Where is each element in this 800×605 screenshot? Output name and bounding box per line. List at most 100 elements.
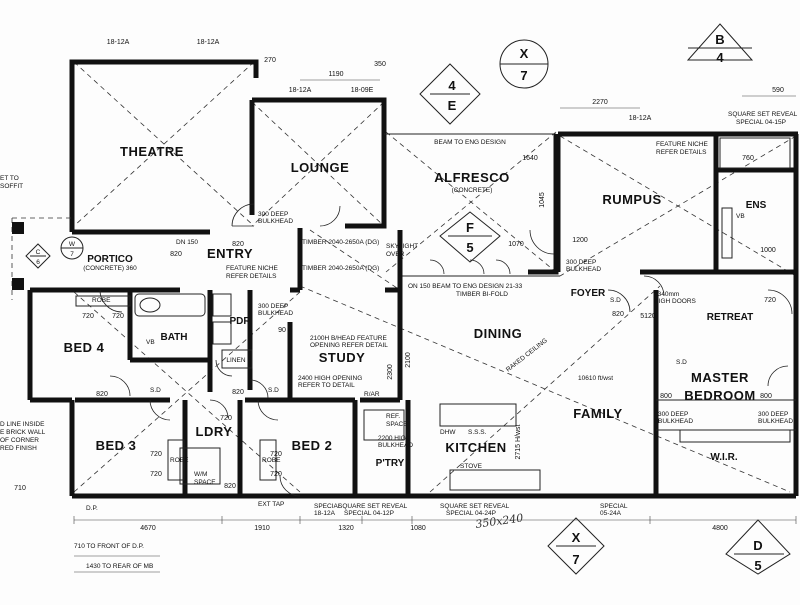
note-skylight-over: OVER — [386, 251, 405, 258]
note-study-opening-1: 2400 HIGH OPENING — [298, 375, 362, 382]
note-robe-b3: ROBE — [170, 457, 189, 464]
tag-b4: B 4 — [686, 23, 754, 65]
note-special-right-2: 05-24A — [600, 510, 622, 517]
note-robe-b4: ROBE — [92, 297, 111, 304]
dim-90: 90 — [278, 327, 286, 334]
tag-bottom-text: 7 — [70, 251, 74, 258]
dim-820-ldry: 820 — [224, 483, 236, 490]
note-soffit-1: ET TO — [0, 175, 19, 182]
dim-800-b: 800 — [760, 393, 772, 400]
room-portico: PORTICO — [87, 254, 133, 265]
note-bulkhead-mb-2: BULKHEAD — [658, 418, 693, 425]
tag-x7-bottom: X 7 — [547, 517, 605, 575]
dim-1045: 1045 — [539, 192, 546, 208]
note-bulkhead-alf-1: 300 DEEP — [566, 259, 596, 266]
dim-720-bed2-b: 720 — [270, 471, 282, 478]
room-bedroom: BEDROOM — [684, 388, 755, 403]
note-feature-opening-1: 2100H B/HEAD FEATURE — [310, 335, 387, 342]
dim-1000: 1000 — [760, 247, 776, 254]
tag-top-text: D — [753, 538, 762, 553]
note-left-3: OF CORNER — [0, 437, 39, 444]
dim-720-bed3-b: 720 — [150, 471, 162, 478]
note-bulkhead-pdr-1: 300 DEEP — [258, 303, 288, 310]
room-bed2: BED 2 — [292, 438, 333, 453]
tag-bottom-text: 5 — [754, 558, 761, 573]
dim-820-entry: 820 — [232, 241, 244, 248]
room-alfresco-sub: (CONCRETE) — [452, 187, 493, 194]
room-family: FAMILY — [573, 406, 622, 421]
room-ptry: P'TRY — [376, 458, 405, 469]
room-retreat: RETREAT — [707, 312, 753, 323]
note-feature-niche-right: FEATURE NICHE — [656, 141, 709, 148]
room-theatre: THEATRE — [120, 144, 184, 159]
walls — [11, 59, 799, 499]
note-square-set-bottom-2: SQUARE SET REVEAL — [440, 503, 510, 510]
note-refer-details-right: REFER DETAILS — [656, 149, 707, 156]
note-bulkhead-lounge-2: BULKHEAD — [258, 218, 293, 225]
room-alfresco: ALFRESCO — [434, 170, 510, 185]
dim-1640: 1640 — [522, 155, 538, 162]
tag-x7-top: X 7 — [499, 39, 549, 89]
note-stove: STOVE — [460, 463, 483, 470]
dim-590: 590 — [772, 87, 784, 94]
room-entry: ENTRY — [207, 246, 253, 261]
dim-18-09e: 18-09E — [351, 87, 374, 94]
note-sss: S.S.S. — [468, 429, 487, 436]
note-high-doors-1: 2340mm — [654, 291, 679, 298]
note-timber-bifold: TIMBER BI-FOLD — [456, 291, 508, 298]
note-to-front: 710 TO FRONT OF D.P. — [74, 543, 144, 550]
room-foyer: FOYER — [571, 288, 606, 299]
tag-d5: D 5 — [725, 519, 791, 575]
note-to-rear: 1430 TO REAR OF MB — [86, 563, 153, 570]
note-left-1: D LINE INSIDE — [0, 421, 45, 428]
note-ptry-bulkhead-2: BULKHEAD — [378, 442, 413, 449]
room-labels: THEATRE LOUNGE ALFRESCO (CONCRETE) RUMPU… — [64, 144, 767, 469]
dim-720-bed2: 720 — [270, 451, 282, 458]
tag-bottom-text: 4 — [716, 50, 724, 65]
tag-f5: F 5 — [439, 211, 501, 263]
dim-1320: 1320 — [338, 525, 354, 532]
note-ref-space-2: SPACE — [386, 421, 408, 428]
note-bulkhead-pdr-2: BULKHEAD — [258, 310, 293, 317]
room-rumpus: RUMPUS — [602, 192, 661, 207]
note-special-top: SPECIAL 04-15P — [736, 119, 786, 126]
dim-18-12a-theatre: 18-12A — [107, 39, 130, 46]
tag-top-text: B — [715, 32, 724, 47]
tag-top-text: F — [466, 220, 474, 235]
note-refer-details-entry: REFER DETAILS — [226, 273, 277, 280]
dim-2100: 2100 — [405, 352, 412, 368]
note-special-right-1: SPECIAL — [600, 503, 628, 510]
room-study: STUDY — [319, 350, 366, 365]
note-vb-bath: VB — [146, 339, 155, 346]
tag-bottom-text: 5 — [466, 240, 473, 255]
dim-18-12a-rumpus: 18-12A — [629, 115, 652, 122]
note-sd-3: S.D — [610, 297, 621, 304]
note-timber-2040-a: TIMBER 2040-2650A (DG) — [302, 239, 379, 246]
dim-4800: 4800 — [712, 525, 728, 532]
tag-top-text: 4 — [448, 78, 456, 93]
note-wm-space-2: SPACE — [194, 479, 216, 486]
note-dn150: DN 150 — [176, 239, 198, 246]
diagonal-guides — [73, 61, 797, 493]
note-special-left-1: SPECIAL — [314, 503, 342, 510]
note-special-left-2: 18-12A — [314, 510, 336, 517]
dimension-labels: 18-12A 18-12A 18-12A 18-12A 18-09E 1190 … — [14, 39, 784, 532]
note-ext-tap: EXT TAP — [258, 501, 284, 508]
room-ens: ENS — [746, 200, 767, 211]
note-special-bottom-2: SPECIAL 04-24P — [446, 510, 496, 517]
note-special-bottom-1: SPECIAL 04-12P — [344, 510, 394, 517]
dim-720-retreat: 720 — [764, 297, 776, 304]
tag-bottom-text: 7 — [572, 552, 579, 567]
dim-720-bed4-b: 720 — [112, 313, 124, 320]
note-square-set-bottom-1: SQUARE SET REVEAL — [338, 503, 408, 510]
dim-710: 710 — [14, 485, 26, 492]
note-bulkhead-alf-2: BULKHEAD — [566, 266, 601, 273]
note-bulkhead-mb-1: 300 DEEP — [658, 411, 688, 418]
room-dining: DINING — [474, 326, 523, 341]
dim-2715: 2715 H/wst — [515, 424, 522, 459]
tag-e4: 4 E — [419, 63, 481, 125]
tag-top-text: W — [69, 241, 76, 248]
tag-top-text: X — [520, 46, 529, 61]
